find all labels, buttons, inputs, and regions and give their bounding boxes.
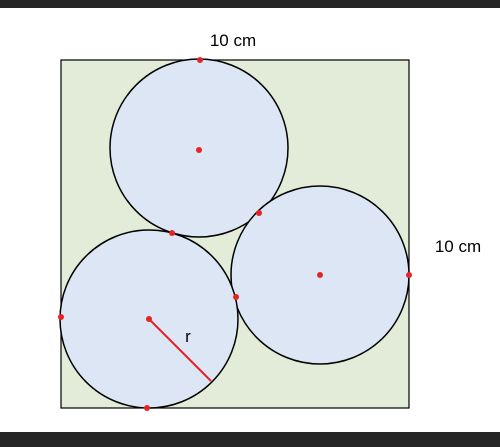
center-point-bottom-left <box>146 316 152 322</box>
center-point-right <box>317 272 323 278</box>
center-point-top <box>196 147 202 153</box>
bottom-frame-bar <box>0 432 500 447</box>
top-frame-bar <box>0 0 500 8</box>
radius-label: r <box>185 327 191 346</box>
side-dimension-label: 10 cm <box>435 237 481 256</box>
tangent-point-top-edge <box>197 57 203 63</box>
tangent-point-left-edge <box>58 314 64 320</box>
radius-line <box>148 318 212 382</box>
tangent-point-bottom-edge <box>144 405 150 411</box>
tangent-point-top-right-circles <box>256 210 262 216</box>
tangent-point-right-edge <box>406 272 412 278</box>
top-dimension-label: 10 cm <box>210 31 256 50</box>
tangent-point-top-bottom-circles <box>169 230 175 236</box>
tangent-point-bottom-right-circles <box>233 294 239 300</box>
